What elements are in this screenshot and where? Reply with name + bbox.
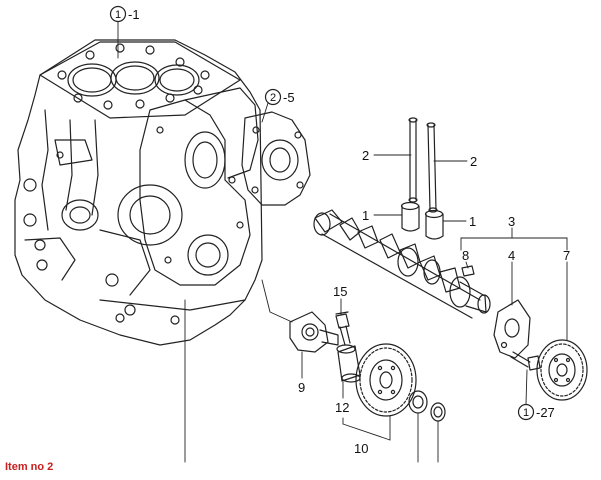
idle-gear-shaft (289, 311, 339, 353)
callout-1-right: 1 (469, 214, 476, 229)
tappets (400, 201, 444, 240)
bolt-15 (335, 311, 351, 346)
callout-9: 9 (298, 380, 305, 395)
callout-2-5-circle-text: 2 (270, 92, 276, 104)
camshaft (313, 209, 491, 319)
callout-circle-1-1 (109, 5, 127, 23)
callout-2-right: 2 (470, 154, 477, 169)
push-rods (408, 117, 438, 213)
bolt (510, 351, 541, 371)
callout-8: 8 (462, 248, 469, 263)
callout-1-1-suffix: -1 (128, 7, 140, 22)
callout-15: 15 (333, 284, 347, 299)
callout-1-1-circle-text: 1 (115, 9, 121, 21)
callout-1-left: 1 (362, 208, 369, 223)
callout-7: 7 (563, 248, 570, 263)
cam-gear (536, 339, 588, 401)
callout-circle-2-5 (264, 88, 282, 106)
callout-2-5-suffix: -5 (283, 90, 295, 105)
callout-1-27-circle-text: 1 (523, 407, 529, 419)
item-caption: Item no 2 (5, 461, 54, 473)
idle-gear (355, 343, 417, 417)
callout-12: 12 (335, 400, 349, 415)
callout-2-left: 2 (362, 148, 369, 163)
callout-4: 4 (508, 248, 515, 263)
idle-gear-bushing (336, 344, 361, 383)
callout-3: 3 (508, 214, 515, 229)
gear-case-housing (241, 111, 311, 206)
thrust-plate (493, 299, 531, 359)
callout-10: 10 (354, 441, 368, 456)
callout-labels: 1 -1 2 -5 1 -27 2 2 1 1 3 8 4 7 15 9 12 … (115, 7, 570, 456)
callout-1-27-suffix: -27 (536, 405, 555, 420)
woodruff-key (461, 265, 475, 277)
callout-circle-1-27 (517, 403, 535, 421)
leader-lines (117, 21, 568, 463)
cylinder-block (14, 39, 263, 346)
washers (408, 390, 446, 422)
